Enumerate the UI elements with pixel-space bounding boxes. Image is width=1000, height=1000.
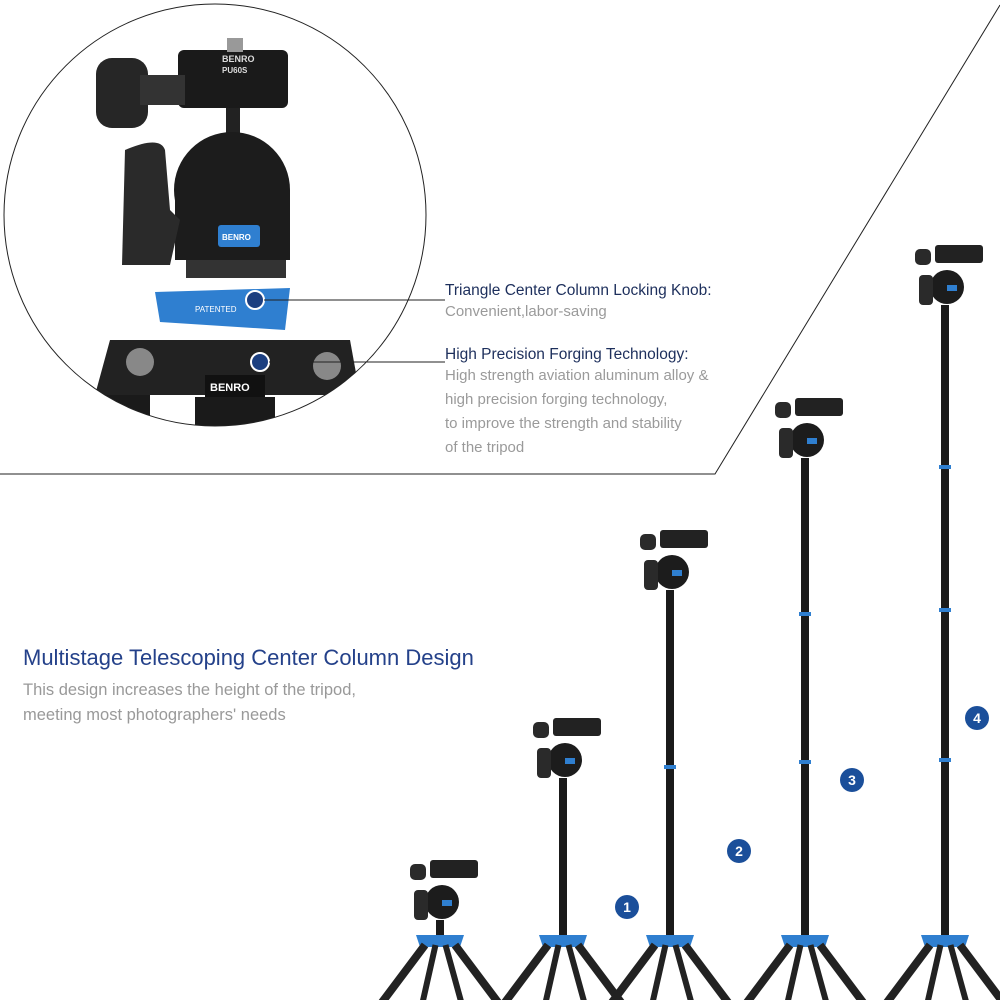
divider-line — [0, 4, 1000, 475]
head-lock-knob — [537, 748, 551, 778]
feature-title: Multistage Telescoping Center Column Des… — [23, 645, 474, 670]
column-ring — [799, 612, 811, 616]
head-lock-knob — [414, 890, 428, 920]
center-column — [801, 458, 809, 940]
stage-badge-4: 4 — [965, 706, 989, 730]
callout-2-text-3: to improve the strength and stability — [445, 415, 682, 432]
callout-2-text-2: high precision forging technology, — [445, 391, 668, 408]
center-column — [436, 920, 444, 940]
column-ring — [939, 758, 951, 762]
tripod-leg — [672, 944, 694, 1000]
plate-model: PU60S — [222, 66, 248, 75]
plate-knob — [640, 534, 656, 550]
callout-2-title: High Precision Forging Technology: — [445, 346, 689, 363]
callout-2-text-4: of the tripod — [445, 439, 525, 456]
plate-knob — [410, 864, 426, 880]
plate-logo: BENRO — [222, 54, 255, 64]
quick-release-plate — [795, 398, 843, 416]
feature-text-2: meeting most photographers' needs — [23, 706, 286, 724]
head-badge — [565, 758, 575, 764]
stage-badge-1: 1 — [615, 895, 639, 919]
tripod-leg — [543, 944, 562, 1000]
head-lock-knob — [644, 560, 658, 590]
detail-circle-border — [3, 3, 427, 427]
tripod-stage-0 — [378, 860, 502, 1000]
tripod-leg — [956, 942, 1000, 1000]
tripod-leg — [501, 942, 552, 1000]
head-badge — [947, 285, 957, 291]
tripod-leg — [785, 944, 804, 1000]
plate-knob — [533, 722, 549, 738]
stage-badge-2: 2 — [727, 839, 751, 863]
tripod-leg — [883, 942, 934, 1000]
callout-1-title: Triangle Center Column Locking Knob: — [445, 282, 712, 299]
tripod-leg — [420, 944, 439, 1000]
column-ring — [799, 760, 811, 764]
plate-knob — [775, 402, 791, 418]
quick-release-plate — [660, 530, 708, 548]
head-badge — [442, 900, 452, 906]
leg-collar — [539, 935, 587, 947]
leg-collar — [416, 935, 464, 947]
tripod-leg — [947, 944, 969, 1000]
tripod-leg — [807, 944, 829, 1000]
plate-knob — [915, 249, 931, 265]
detail-closeup: BENRO PU60S BENRO PATENTED BENRO — [4, 4, 426, 426]
tripod-stage-2 — [608, 530, 732, 1000]
callout-2-text-1: High strength aviation aluminum alloy & — [445, 367, 709, 384]
tripod-leg — [451, 942, 502, 1000]
tripod-stage-1 — [501, 718, 625, 1000]
tripod-leg — [925, 944, 944, 1000]
tripod-stage-3 — [743, 398, 867, 1000]
leg-collar — [646, 935, 694, 947]
tripod-leg — [378, 942, 429, 1000]
callout-1-text: Convenient,labor-saving — [445, 303, 607, 320]
patented-label: PATENTED — [195, 305, 237, 314]
head-badge — [672, 570, 682, 576]
center-column — [559, 778, 567, 940]
tripod-leg — [608, 942, 659, 1000]
quick-release-plate — [935, 245, 983, 263]
column-ring — [939, 608, 951, 612]
column-ring — [664, 765, 676, 769]
head-lock-knob — [779, 428, 793, 458]
tripod-leg — [816, 942, 867, 1000]
head-badge — [807, 438, 817, 444]
quick-release-plate — [430, 860, 478, 878]
tripod-leg — [565, 944, 587, 1000]
tripod-leg — [681, 942, 732, 1000]
tripod-leg — [743, 942, 794, 1000]
tripod-leg — [442, 944, 464, 1000]
leg-collar — [921, 935, 969, 947]
leg-collar — [781, 935, 829, 947]
column-ring — [939, 465, 951, 469]
feature-text-1: This design increases the height of the … — [23, 681, 356, 699]
quick-release-plate — [553, 718, 601, 736]
base-logo: BENRO — [210, 382, 250, 394]
head-lock-knob — [919, 275, 933, 305]
tripod-stage-4 — [883, 245, 1000, 1000]
center-column — [941, 305, 949, 940]
head-logo: BENRO — [222, 233, 251, 242]
stage-badge-3: 3 — [840, 768, 864, 792]
tripod-leg — [650, 944, 669, 1000]
